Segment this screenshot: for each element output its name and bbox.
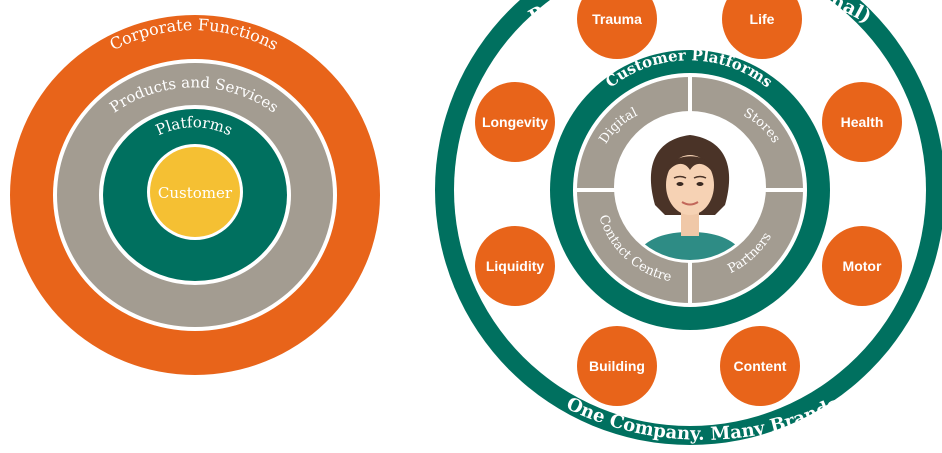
product-life-label: Life bbox=[750, 11, 775, 27]
product-building-label: Building bbox=[589, 358, 645, 374]
product-content: Content bbox=[720, 326, 800, 406]
product-longevity-label: Longevity bbox=[482, 114, 548, 130]
product-motor: Motor bbox=[822, 226, 902, 306]
product-health-label: Health bbox=[841, 114, 884, 130]
customer-label: Customer bbox=[158, 184, 233, 202]
product-life: Life bbox=[722, 0, 802, 59]
product-trauma: Trauma bbox=[577, 0, 657, 59]
product-building: Building bbox=[577, 326, 657, 406]
right-brand-diagram: Products (Internal and External) One Com… bbox=[435, 0, 942, 445]
product-motor-label: Motor bbox=[843, 258, 882, 274]
product-health: Health bbox=[822, 82, 902, 162]
product-liquidity-label: Liquidity bbox=[486, 258, 545, 274]
product-circles: Trauma Life Health Motor Content Buildin… bbox=[475, 0, 902, 406]
left-concentric-diagram: Corporate Functions Products and Service… bbox=[10, 15, 380, 375]
product-liquidity: Liquidity bbox=[475, 226, 555, 306]
product-content-label: Content bbox=[734, 358, 787, 374]
product-longevity: Longevity bbox=[475, 82, 555, 162]
customer-center bbox=[150, 147, 240, 237]
product-trauma-label: Trauma bbox=[592, 11, 642, 27]
